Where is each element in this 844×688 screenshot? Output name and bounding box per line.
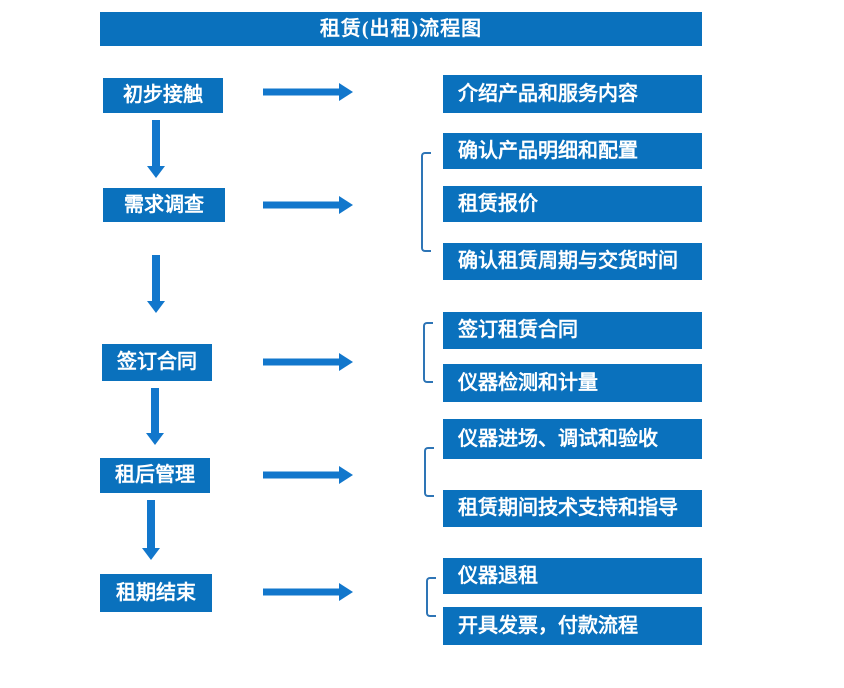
arrow-right-icon [263,466,353,484]
arrow-down-icon [142,500,160,560]
detail-box: 确认租赁周期与交货时间 [443,243,702,280]
detail-box: 签订租赁合同 [443,312,702,349]
arrow-right-icon [263,583,353,601]
bracket-icon [423,322,433,383]
arrow-down-icon [147,120,165,178]
arrow-right-icon [263,353,353,371]
detail-box: 仪器退租 [443,558,702,594]
step-box-4: 租后管理 [100,458,210,493]
detail-box: 介绍产品和服务内容 [443,75,702,113]
step-box-1: 初步接触 [103,78,223,113]
arrow-right-icon [263,83,353,101]
detail-box: 开具发票，付款流程 [443,607,702,645]
arrow-right-icon [263,196,353,214]
arrow-down-icon [146,388,164,445]
detail-box: 仪器进场、调试和验收 [443,419,702,459]
detail-box: 租赁报价 [443,186,702,222]
bracket-icon [424,447,434,497]
detail-box: 仪器检测和计量 [443,364,702,402]
step-box-5: 租期结束 [100,574,212,612]
step-box-3: 签订合同 [102,344,212,381]
step-box-2: 需求调查 [103,188,225,222]
bracket-icon [421,152,431,252]
detail-box: 确认产品明细和配置 [443,133,702,169]
flowchart-title: 租赁(出租)流程图 [100,12,702,46]
bracket-icon [426,577,436,617]
arrow-down-icon [147,255,165,313]
detail-box: 租赁期间技术支持和指导 [443,490,702,527]
